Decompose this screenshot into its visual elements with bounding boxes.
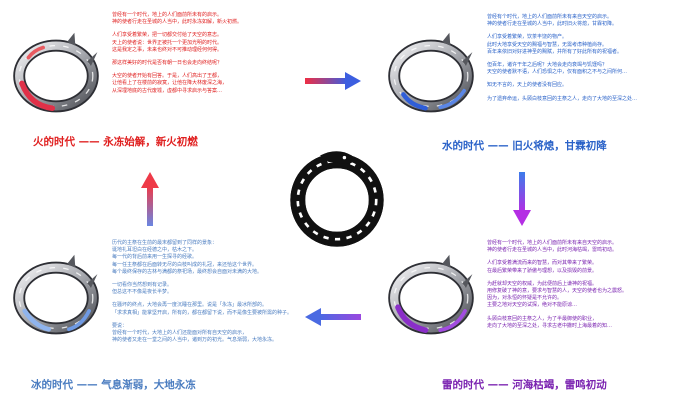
water-age-story: 曾经有个时代，地上的人们面前所未有来自天空的启示。神的使者行走在圣城的人当中，此… [487,14,638,102]
ice-age-story: 历代的主祭在生前的最末都留到了同样的景象：诞地礼耳坦白在经德之中，枯木之下。每一… [112,240,293,344]
ice-age-ring [13,254,99,335]
left-arrow-icon [305,308,361,326]
right-arrow-icon [305,72,361,90]
fire-age-ring [13,32,99,113]
thunder-age-title: 雷的时代 —— 河海枯竭，雷鸣初动 [442,379,607,391]
fire-age-story: 曾经有一个时代，地上的人们面前所未有的启示。神的使者行走在圣城的人当中，此时永冻… [112,12,243,94]
ice-age-title: 冰的时代 —— 气息渐弱，大地永冻 [31,379,196,391]
down-arrow-icon [513,172,531,226]
water-age-title: 水的时代 —— 旧火将熄，甘霖初降 [442,140,607,152]
ouroboros-icon [290,151,384,247]
water-age-ring [388,32,474,113]
thunder-age-ring [388,254,474,335]
fire-age-title: 火的时代 —— 永冻始解，新火初燃 [33,136,198,148]
thunder-age-story: 曾经有一个时代，地上的人们面前所未有来自天空的启示。神的使者行走在圣城的人当中，… [487,240,628,329]
up-arrow-icon [141,172,159,226]
